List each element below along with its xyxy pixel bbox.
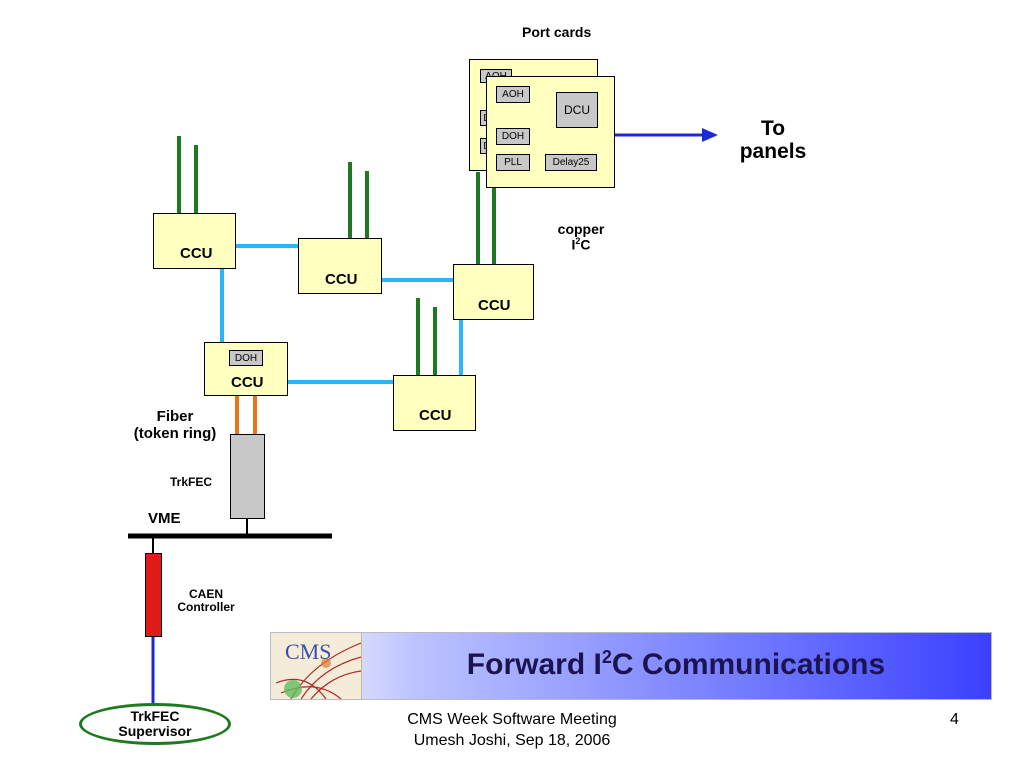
vme-label: VME <box>148 510 181 527</box>
cms-logo: CMS <box>271 633 362 699</box>
cms-logo-graphic <box>275 642 361 699</box>
trkfec-supervisor-label: TrkFEC Supervisor <box>118 708 192 740</box>
caen-controller-label: CAEN Controller <box>177 587 235 615</box>
ccu-label: CCU <box>180 245 213 262</box>
to-panels-label: To panels <box>739 117 807 164</box>
pll-chip: PLL <box>496 154 530 171</box>
trkfec-supervisor-node: TrkFEC Supervisor <box>79 703 231 745</box>
ccu-label: CCU <box>231 374 264 391</box>
trkfec-module <box>230 434 265 519</box>
ccu-box: CCU <box>393 375 476 431</box>
ccu-box-with-doh: DOH CCU <box>204 342 288 396</box>
green-wires <box>177 136 496 375</box>
ccu-label: CCU <box>325 271 358 288</box>
slide-title: Forward I2C Communications <box>466 647 886 681</box>
dcu-chip: DCU <box>556 92 598 128</box>
caen-controller-module <box>145 553 162 637</box>
page-number: 4 <box>950 711 959 728</box>
title-banner: CMS Forward I2C Communications <box>270 632 992 700</box>
trkfec-label: TrkFEC <box>170 475 213 489</box>
doh-chip: DOH <box>229 350 263 366</box>
port-card-front: AOH DCU DOH PLL Delay25 <box>486 76 615 188</box>
ccu-box: CCU <box>153 213 236 269</box>
ccu-box: CCU <box>453 264 534 320</box>
port-cards-label: Port cards <box>522 24 592 40</box>
ccu-box: CCU <box>298 238 382 294</box>
doh-chip: DOH <box>496 128 530 145</box>
copper-i2c-label: copper I2C <box>557 221 605 254</box>
fiber-label: Fiber (token ring) <box>133 408 217 442</box>
ccu-label: CCU <box>478 297 511 314</box>
fiber-cables <box>235 396 257 434</box>
ring-cables <box>220 244 463 384</box>
slide-footer: CMS Week Software Meeting Umesh Joshi, S… <box>407 711 617 749</box>
ccu-label: CCU <box>419 407 452 424</box>
cms-logo-text: CMS <box>285 639 332 664</box>
delay25-chip: Delay25 <box>545 154 597 171</box>
to-panels-arrowhead <box>702 128 718 142</box>
aoh-chip: AOH <box>496 86 530 103</box>
